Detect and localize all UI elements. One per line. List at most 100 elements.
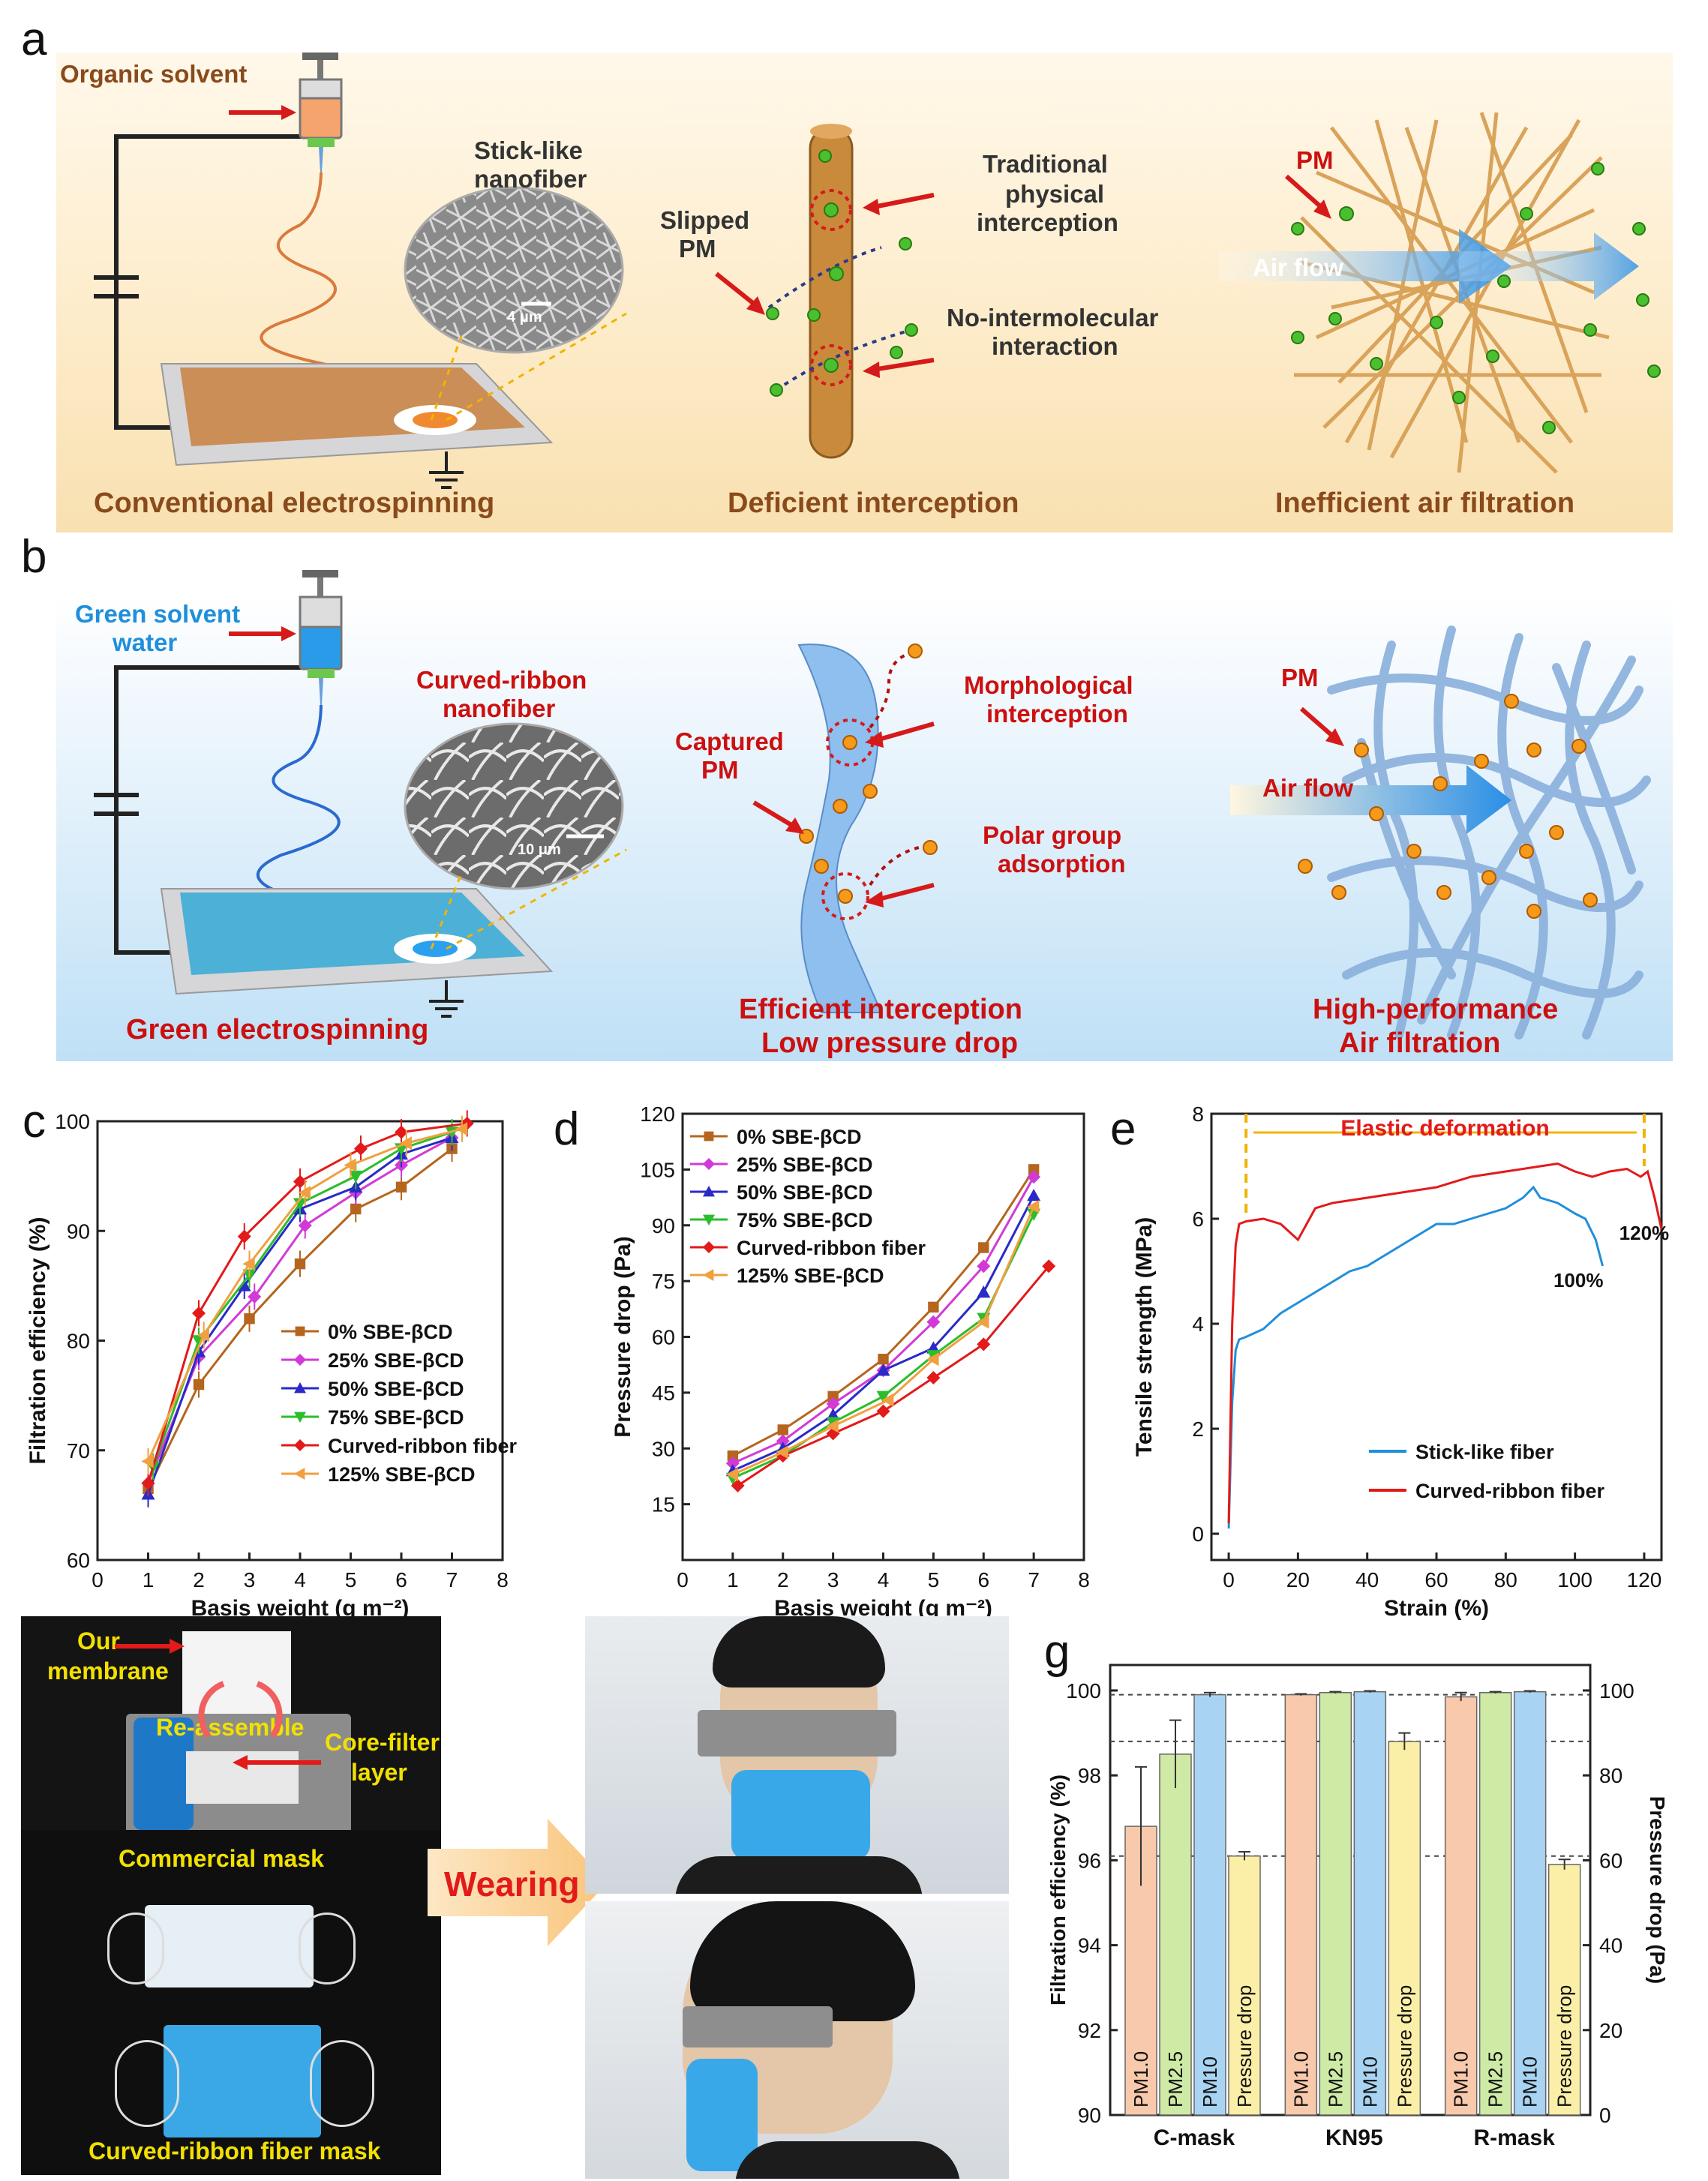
wearing-arrow: Wearing <box>428 1819 608 1946</box>
legend-label: 125% SBE-βCD <box>737 1264 884 1287</box>
caption-efficient-2: Low pressure drop <box>761 1028 1019 1059</box>
x-tick-label: 8 <box>497 1568 509 1592</box>
y2-axis-label: Pressure drop (Pa) <box>1646 1796 1669 1984</box>
reassemble-arrows <box>115 1639 321 1770</box>
scale-bar-b: 10 μm <box>518 842 561 858</box>
legend-label: 0% SBE-βCD <box>737 1126 862 1148</box>
y2-tick-label: 80 <box>1599 1764 1622 1787</box>
data-point <box>977 1315 989 1329</box>
x-axis-label: Strain (%) <box>1384 1596 1489 1620</box>
y-tick-label: 60 <box>67 1549 90 1572</box>
x-tick-label: 7 <box>446 1568 458 1592</box>
legend-label: Curved-ribbon fiber <box>1415 1480 1604 1502</box>
legend-label: 25% SBE-βCD <box>737 1154 873 1176</box>
x-axis-label: Basis weight (g m⁻²) <box>774 1596 992 1620</box>
y-tick-label: 8 <box>1192 1102 1204 1126</box>
series-line <box>147 1122 467 1484</box>
panel-g-label: g <box>1044 1626 1070 1678</box>
shirt-front <box>675 1856 923 1894</box>
traditional-label-1: Traditional <box>983 150 1108 178</box>
category-label: KN95 <box>1325 2126 1383 2150</box>
photo-wearing-side <box>585 1901 1009 2179</box>
our-membrane-label-1: Our <box>77 1628 120 1654</box>
caption-green: Green electrospinning <box>126 1014 429 1046</box>
y-tick-label: 30 <box>652 1437 675 1460</box>
pm-label-b: PM <box>1281 664 1319 692</box>
y-tick-label: 90 <box>67 1220 90 1243</box>
data-point <box>1042 1259 1056 1274</box>
data-point <box>876 1390 890 1403</box>
panel-e-label: e <box>1110 1103 1136 1155</box>
bar-label: PM1.0 <box>1130 2051 1152 2108</box>
bar <box>1388 1741 1421 2116</box>
legend-marker <box>294 1439 306 1451</box>
legend-label: Stick-like fiber <box>1415 1441 1554 1463</box>
eye-censor-bar-side <box>683 2006 833 2048</box>
panel-c-label: c <box>23 1096 46 1148</box>
series-line <box>1227 1185 1604 1529</box>
caption-efficient-1: Efficient interception <box>739 994 1022 1025</box>
series-line <box>1227 1162 1663 1524</box>
data-point <box>926 1352 939 1366</box>
legend-marker <box>704 1131 714 1142</box>
x-tick-label: 1 <box>727 1568 739 1592</box>
y2-tick-label: 20 <box>1599 2019 1622 2042</box>
legend-marker <box>703 1269 714 1281</box>
wearing-label: Wearing <box>444 1864 580 1904</box>
x-tick-label: 0 <box>92 1568 104 1592</box>
bar <box>1193 1694 1226 2116</box>
data-point <box>977 1286 991 1298</box>
data-point <box>977 1259 991 1274</box>
x-tick-label: 40 <box>1355 1568 1379 1592</box>
category-label: R-mask <box>1473 2126 1555 2150</box>
curved-ribbon-label-1: Curved-ribbon <box>416 666 587 694</box>
bar <box>1284 1694 1318 2116</box>
bar-label: PM2.5 <box>1164 2051 1187 2108</box>
hair-front <box>713 1616 885 1688</box>
core-filter-label-1: Core-filter <box>325 1729 440 1756</box>
legend-label: 50% SBE-βCD <box>737 1181 873 1204</box>
legend-label: Curved-ribbon fiber <box>737 1237 926 1259</box>
y-tick-label: 60 <box>652 1326 675 1349</box>
bar-label: Pressure drop <box>1553 1985 1576 2108</box>
caption-inefficient: Inefficient air filtration <box>1275 488 1575 519</box>
legend-label: 0% SBE-βCD <box>328 1321 453 1343</box>
data-point <box>926 1371 941 1385</box>
bar <box>1444 1696 1478 2116</box>
bar <box>1513 1690 1547 2116</box>
bar-label: PM10 <box>1519 2056 1541 2108</box>
scale-bar-a: 4 μm <box>507 309 542 326</box>
curved-mask-loop-right <box>310 2040 374 2127</box>
photo-masks-upper: Commercial mask Curved-ribbon fiber mask <box>21 1830 441 2175</box>
y-tick-label: 100 <box>1066 1679 1101 1702</box>
panel-a-label: a <box>21 14 47 65</box>
our-membrane-label-2: membrane <box>47 1658 169 1684</box>
slipped-label-2: PM <box>679 235 716 262</box>
y2-tick-label: 60 <box>1599 1849 1622 1872</box>
polar-label-1: Polar group <box>983 821 1122 849</box>
photo-wearing-front <box>585 1616 1009 1894</box>
x-tick-label: 6 <box>395 1568 407 1592</box>
data-point <box>1027 1189 1041 1202</box>
legend-marker <box>703 1158 715 1170</box>
bar <box>1353 1690 1387 2116</box>
legend-marker <box>294 1382 306 1394</box>
caption-high-perf-2: Air filtration <box>1339 1028 1501 1059</box>
no-interaction-label-1: No-intermolecular <box>947 304 1159 332</box>
y-axis-label: Tensile strength (MPa) <box>1132 1217 1157 1456</box>
commercial-mask-loop-left <box>107 1912 164 1984</box>
data-point <box>928 1301 939 1313</box>
y-tick-label: 90 <box>1078 2104 1101 2127</box>
x-tick-label: 8 <box>1078 1568 1090 1592</box>
data-point <box>776 1434 790 1448</box>
x-tick-label: 60 <box>1424 1568 1448 1592</box>
slipped-label-1: Slipped <box>660 206 750 234</box>
x-tick-label: 80 <box>1494 1568 1517 1592</box>
bar <box>1124 1826 1157 2116</box>
legend-label: Curved-ribbon fiber <box>328 1435 517 1457</box>
legend-marker <box>295 1326 305 1336</box>
y-axis-label: Filtration efficiency (%) <box>1046 1774 1070 2006</box>
panel-b-illustration <box>94 570 1651 1040</box>
